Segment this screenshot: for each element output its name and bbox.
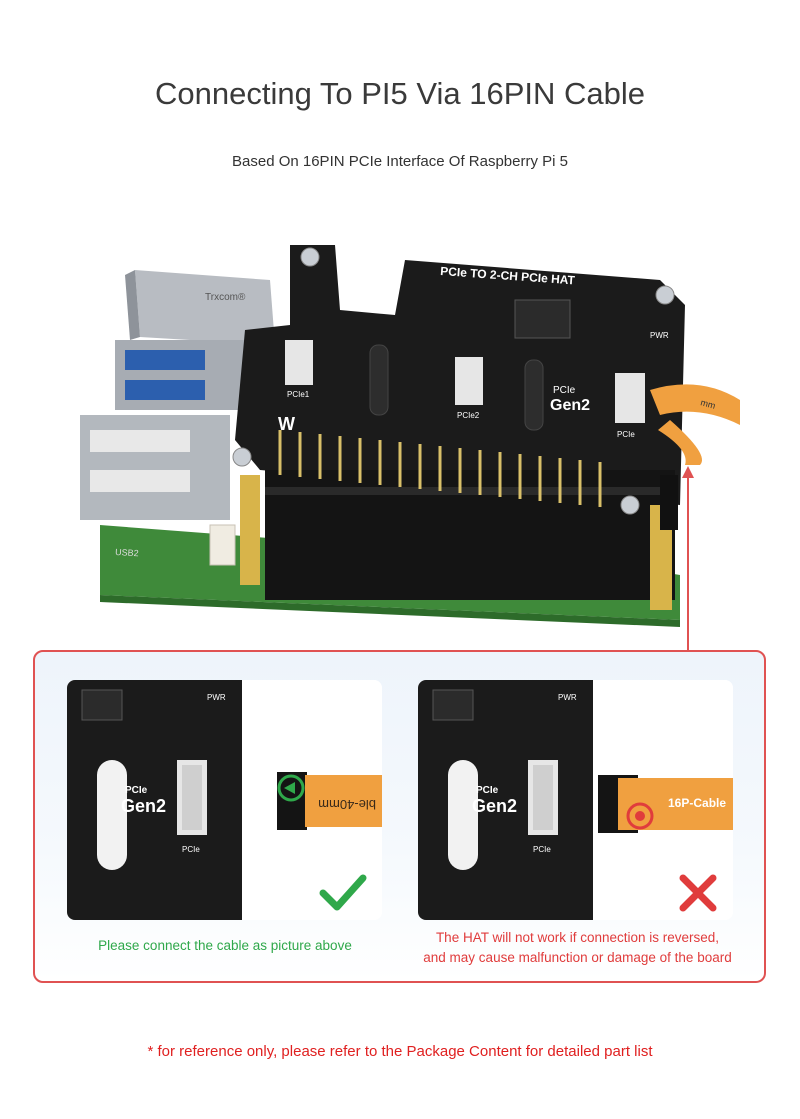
reference-footnote: * for reference only, please refer to th…	[147, 1043, 653, 1060]
fpc-connector-pcie2	[455, 357, 483, 405]
wrong-caption: The HAT will not work if connection is r…	[405, 928, 750, 968]
fpc-cable	[650, 384, 740, 425]
connection-callout: PCIe Gen2 PCIe PWR ble-40mm PCIe Gen2 PC…	[33, 650, 766, 983]
svg-text:PCIe: PCIe	[476, 785, 499, 796]
svg-text:PWR: PWR	[207, 693, 226, 702]
pcie2-label: PCIe2	[457, 411, 480, 420]
brand-logo: W	[278, 414, 295, 434]
brass-standoff-left	[240, 475, 260, 585]
fpc-connector-pcie	[615, 373, 645, 423]
ethernet-port	[135, 270, 275, 345]
svg-text:PCIe: PCIe	[533, 845, 551, 854]
cross-icon	[679, 874, 717, 912]
svg-text:ble-40mm: ble-40mm	[318, 797, 376, 812]
wrong-connection-panel: PCIe Gen2 PCIe PWR 16P-Cable	[418, 680, 733, 920]
gen-label: Gen2	[550, 397, 590, 414]
screw-icon	[300, 247, 320, 267]
callout-pointer	[682, 466, 694, 650]
hat-board-illustration: USB2 Trxcom® PCIe TO 2-CH PCIe HAT PCIe1…	[80, 245, 740, 627]
wrong-connection-image: PCIe Gen2 PCIe PWR 16P-Cable	[418, 680, 733, 920]
usb-label: USB2	[115, 547, 139, 558]
svg-text:PWR: PWR	[558, 693, 577, 702]
pcie-switch-chip	[514, 299, 571, 339]
page-subtitle: Based On 16PIN PCIe Interface Of Raspber…	[232, 153, 568, 170]
svg-text:mm: mm	[699, 397, 716, 411]
screw-icon	[620, 495, 640, 515]
svg-text:Gen2: Gen2	[472, 796, 517, 816]
wrong-caption-line1: The HAT will not work if connection is r…	[435, 930, 720, 945]
checkmark-icon	[319, 874, 367, 911]
correct-connection-image: PCIe Gen2 PCIe PWR ble-40mm	[67, 680, 382, 920]
svg-text:Gen2: Gen2	[121, 796, 166, 816]
pcie-label: PCIe	[617, 430, 635, 439]
fpc-connector-pcie1	[285, 340, 313, 385]
pcie1-label: PCIe1	[287, 390, 310, 399]
fpc-cable	[305, 775, 382, 827]
pwr-label: PWR	[650, 331, 669, 340]
svg-text:PCIe: PCIe	[125, 785, 148, 796]
brass-standoff-right	[650, 505, 672, 610]
correct-caption: Please connect the cable as picture abov…	[98, 938, 352, 953]
correct-connection-panel: PCIe Gen2 PCIe PWR ble-40mm	[67, 680, 382, 920]
gen-label-top: PCIe	[553, 385, 576, 396]
wrong-contact-marker	[626, 802, 654, 830]
svg-text:PCIe: PCIe	[182, 845, 200, 854]
screw-icon	[232, 447, 252, 467]
svg-text:16P-Cable: 16P-Cable	[668, 796, 726, 810]
screw-icon	[655, 285, 675, 305]
page-title: Connecting To PI5 Via 16PIN Cable	[154, 76, 645, 111]
correct-contact-marker	[277, 774, 305, 802]
svg-text:Trxcom®: Trxcom®	[205, 292, 246, 303]
wrong-caption-line2: and may cause malfunction or damage of t…	[423, 950, 732, 965]
